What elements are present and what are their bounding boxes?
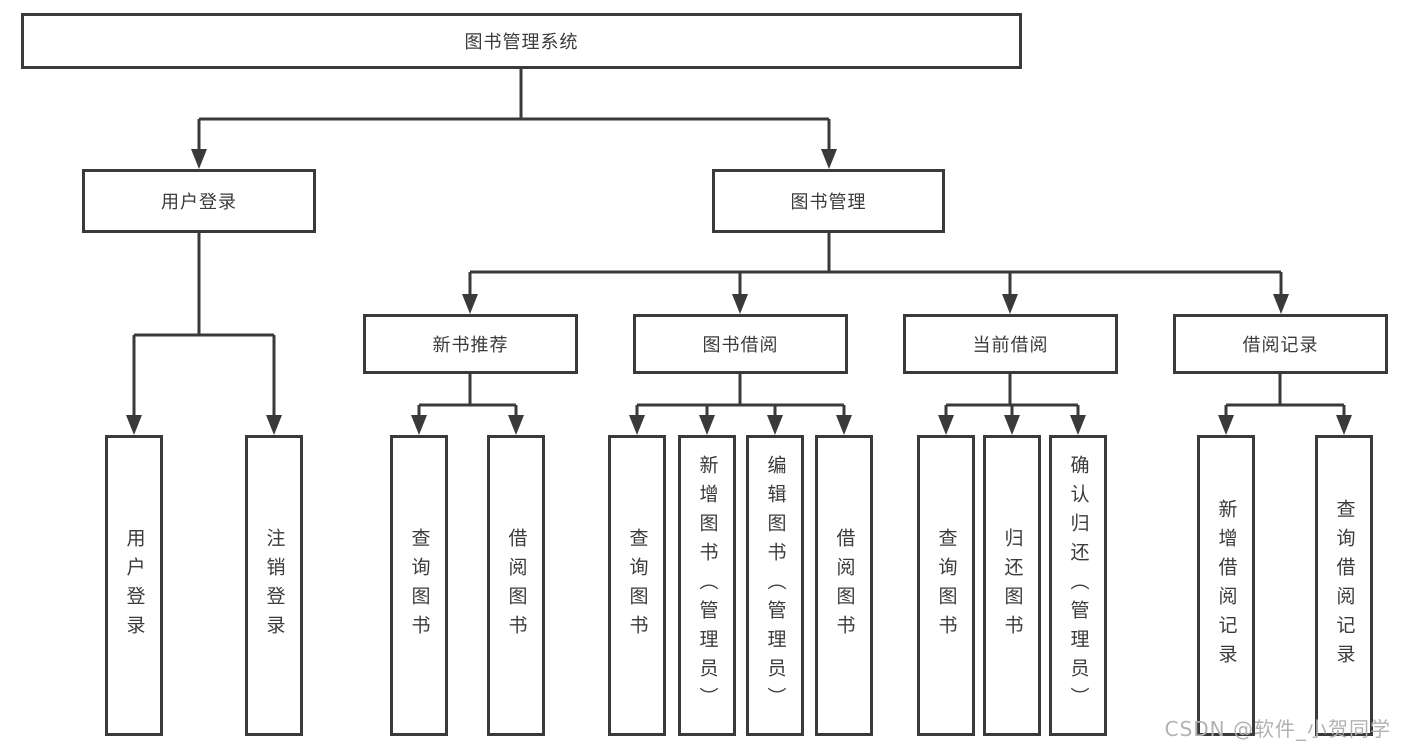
arrow-icon — [732, 294, 748, 314]
arrow-icon — [629, 415, 645, 435]
leaf-edit-books-admin: 编辑图书（管理员） — [746, 435, 804, 736]
node-current-borrowing-label: 当前借阅 — [972, 335, 1049, 356]
leaf-confirm-return-admin-label: 确认归还（管理员） — [1067, 455, 1090, 716]
arrow-icon — [508, 415, 524, 435]
leaf-borrow-books-1-label: 借阅图书 — [505, 527, 528, 644]
node-borrow-records-label: 借阅记录 — [1242, 335, 1319, 356]
arrow-icon — [126, 415, 142, 435]
leaf-return-books: 归还图书 — [983, 435, 1041, 736]
arrow-icon — [266, 415, 282, 435]
arrow-icon — [1070, 415, 1086, 435]
arrow-icon — [1336, 415, 1352, 435]
arrow-icon — [1002, 294, 1018, 314]
arrow-icon — [821, 149, 837, 169]
arrow-icon — [938, 415, 954, 435]
leaf-add-borrow-record-label: 新增借阅记录 — [1215, 498, 1238, 673]
node-current-borrowing: 当前借阅 — [903, 314, 1118, 374]
node-book-management: 图书管理 — [712, 169, 945, 233]
node-library-system: 图书管理系统 — [21, 13, 1022, 69]
node-new-book-recommend-label: 新书推荐 — [432, 335, 509, 356]
leaf-add-books-admin-label: 新增图书（管理员） — [696, 455, 719, 716]
arrow-icon — [699, 415, 715, 435]
arrow-icon — [462, 294, 478, 314]
leaf-query-borrow-record-label: 查询借阅记录 — [1333, 498, 1356, 673]
node-borrow-records: 借阅记录 — [1173, 314, 1388, 374]
arrow-icon — [1273, 294, 1289, 314]
leaf-confirm-return-admin: 确认归还（管理员） — [1049, 435, 1107, 736]
leaf-logout-label: 注销登录 — [263, 527, 286, 644]
node-book-borrowing: 图书借阅 — [633, 314, 848, 374]
node-library-system-label: 图书管理系统 — [464, 32, 579, 53]
leaf-borrow-books-2-label: 借阅图书 — [833, 527, 856, 644]
node-user-login: 用户登录 — [82, 169, 316, 233]
leaf-add-borrow-record: 新增借阅记录 — [1197, 435, 1255, 736]
node-book-management-label: 图书管理 — [790, 192, 867, 213]
arrow-icon — [411, 415, 427, 435]
watermark: CSDN @软件_小贺同学 — [1164, 717, 1391, 741]
node-new-book-recommend: 新书推荐 — [363, 314, 578, 374]
leaf-query-books-2-label: 查询图书 — [626, 527, 649, 644]
leaf-borrow-books-1: 借阅图书 — [487, 435, 545, 736]
leaf-user-login-label: 用户登录 — [123, 527, 146, 644]
leaf-borrow-books-2: 借阅图书 — [815, 435, 873, 736]
node-book-borrowing-label: 图书借阅 — [702, 335, 779, 356]
leaf-user-login: 用户登录 — [105, 435, 163, 736]
leaf-query-borrow-record: 查询借阅记录 — [1315, 435, 1373, 736]
arrow-icon — [767, 415, 783, 435]
leaf-return-books-label: 归还图书 — [1001, 527, 1024, 644]
leaf-add-books-admin: 新增图书（管理员） — [678, 435, 736, 736]
leaf-query-books-1-label: 查询图书 — [408, 527, 431, 644]
leaf-logout: 注销登录 — [245, 435, 303, 736]
leaf-query-books-3: 查询图书 — [917, 435, 975, 736]
arrow-icon — [1218, 415, 1234, 435]
leaf-query-books-2: 查询图书 — [608, 435, 666, 736]
arrow-icon — [191, 149, 207, 169]
leaf-query-books-3-label: 查询图书 — [935, 527, 958, 644]
leaf-edit-books-admin-label: 编辑图书（管理员） — [764, 455, 787, 716]
arrow-icon — [836, 415, 852, 435]
leaf-query-books-1: 查询图书 — [390, 435, 448, 736]
arrow-icon — [1004, 415, 1020, 435]
node-user-login-label: 用户登录 — [161, 192, 237, 213]
